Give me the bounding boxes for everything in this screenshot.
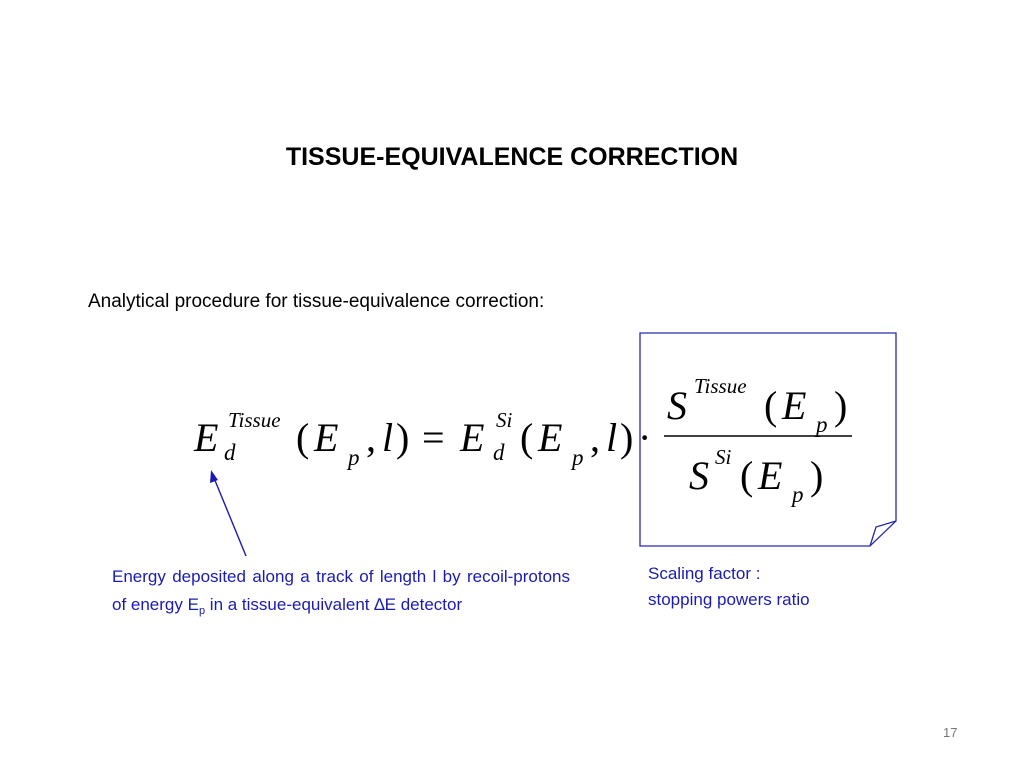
eq-E-1: E [194, 415, 219, 460]
scaling-line-2: stopping powers ratio [648, 590, 810, 609]
eq-paren-close-1: ) [396, 415, 410, 460]
eq-sup-tissue-1: Tissue [228, 408, 281, 432]
den-paren-open: ( [740, 453, 754, 498]
num-sup-tissue: Tissue [694, 374, 747, 398]
eq-E-3: E [460, 415, 485, 460]
eq-comma-2: , [590, 415, 600, 460]
den-sub-p: p [792, 482, 804, 507]
scaling-line-1: Scaling factor : [648, 564, 761, 583]
scaling-annotation: Scaling factor : stopping powers ratio [648, 561, 810, 613]
page-number: 17 [943, 725, 958, 740]
energy-text-1: Energy deposited along a track of length… [112, 567, 570, 614]
eq-l-1: l [382, 415, 394, 460]
pointer-arrow-line [213, 477, 247, 557]
eq-equals: = [422, 415, 445, 460]
eq-paren-open-2: ( [520, 415, 534, 460]
den-paren-close: ) [810, 453, 824, 498]
num-sub-p: p [816, 412, 828, 437]
eq-comma-1: , [366, 415, 376, 460]
eq-E-4: E [538, 415, 563, 460]
eq-E-2: E [314, 415, 339, 460]
energy-text-2: in a tissue-equivalent [205, 595, 375, 614]
slide-title: TISSUE-EQUIVALENCE CORRECTION [285, 143, 739, 171]
pointer-arrow-head [210, 470, 218, 483]
eq-paren-close-2: ) [620, 415, 634, 460]
delta-symbol: ∆ [374, 595, 385, 614]
den-sup-si: Si [715, 445, 732, 469]
energy-annotation: Energy deposited along a track of length… [112, 563, 570, 621]
num-E: E [782, 383, 807, 428]
intro-text: Analytical procedure for tissue-equivale… [88, 291, 545, 312]
den-E: E [758, 453, 783, 498]
eq-sub-d-1: d [224, 440, 236, 465]
num-paren-close: ) [834, 383, 848, 428]
eq-sup-si-1: Si [496, 408, 513, 432]
num-paren-open: ( [764, 383, 778, 428]
energy-text-3: E detector [384, 595, 463, 614]
note-box [639, 332, 897, 547]
eq-sub-p-2: p [572, 445, 584, 470]
eq-dot: · [638, 415, 652, 460]
eq-sub-d-2: d [493, 440, 505, 465]
eq-l-2: l [606, 415, 618, 460]
den-S: S [689, 453, 709, 498]
num-S: S [667, 383, 687, 428]
eq-paren-open-1: ( [296, 415, 310, 460]
energy-sub-p: p [198, 605, 206, 617]
note-fold [869, 520, 897, 547]
eq-sub-p-1: p [348, 445, 360, 470]
